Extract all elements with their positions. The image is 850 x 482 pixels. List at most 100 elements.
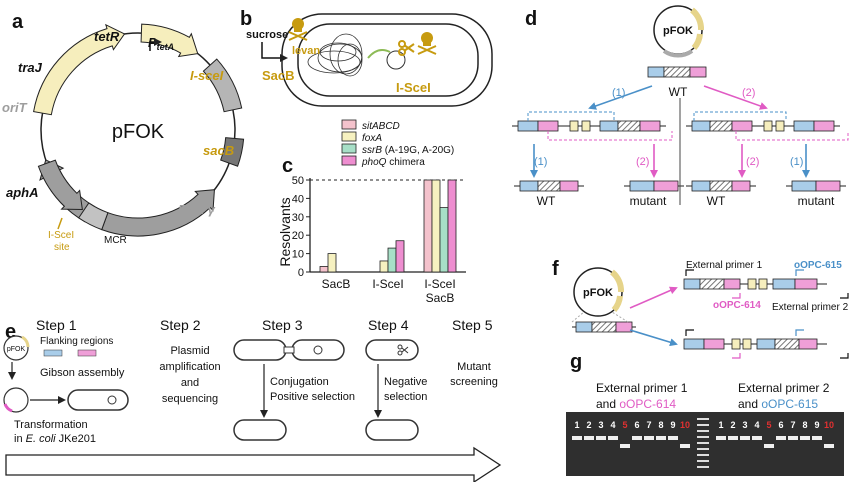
y-tick-label: 0 [298, 267, 304, 279]
f-link-left [571, 311, 585, 323]
gene-segment [747, 278, 757, 290]
gene-segment [763, 120, 773, 132]
selection-label: selection [384, 391, 427, 403]
oopc-614-label-f: oOPC-614 [713, 300, 761, 311]
panel-g: g External primer 1 and oOPC-614 Externa… [566, 351, 844, 476]
arrow-path-1 [588, 85, 653, 110]
lane-label: 10 [824, 420, 834, 430]
gene-segment [599, 120, 619, 132]
gene-segment [615, 321, 633, 333]
assembled-plasmid-insert [3, 403, 13, 413]
d-label-2a: (2) [636, 156, 649, 168]
gel-band [596, 436, 606, 440]
step2-line1: Plasmid [170, 345, 209, 357]
y-tick-label: 30 [292, 212, 304, 224]
gene-label-sacb: sacB [203, 143, 234, 158]
lane-label: 2 [586, 420, 591, 430]
plasmid-f-label: pFOK [583, 287, 613, 299]
f-arrow-top [629, 286, 678, 309]
result-mutant-2: mutant [798, 194, 835, 208]
step2-line2: amplification [159, 361, 220, 373]
lane-label: 4 [610, 420, 615, 430]
panel-label-d: d [525, 8, 537, 30]
conjugation-label: Conjugation [270, 376, 329, 388]
primer-615-top [795, 269, 804, 276]
gene-segment [731, 338, 741, 350]
gene-segment [591, 321, 617, 333]
gene-segment [772, 278, 796, 290]
small-plasmid [386, 50, 406, 70]
panel-f: f pFOK External primer 1 oOPC-615 oOPC-6… [552, 258, 849, 359]
f-arrow-bottom [629, 329, 678, 347]
primer-615-bottom [795, 329, 804, 336]
iscel-arrow [33, 23, 126, 116]
gel-title-1b: and oOPC-614 [596, 397, 676, 411]
legend-label: ssrB (A-19G, A-20G) [362, 145, 454, 156]
cut-dna-fragment [367, 49, 391, 59]
gene-label-traj: traJ [18, 60, 43, 75]
x-tick-label: I-SceI [372, 277, 403, 291]
cell-inner-membrane [297, 23, 479, 97]
sacb-arrow [140, 23, 199, 58]
positive-selection-label: Positive selection [270, 391, 355, 403]
plasmid-f-insert-b [611, 295, 623, 312]
sucrose-arrow [261, 42, 288, 62]
crossover-2-right [735, 131, 849, 141]
step2-line3: and [181, 377, 199, 389]
bar [439, 207, 449, 273]
gel-band [824, 444, 834, 448]
lane-label: 5 [622, 420, 627, 430]
lane-label: 4 [754, 420, 759, 430]
plasmid-d-insert-a [689, 7, 704, 31]
path-2-label: (2) [742, 87, 755, 99]
gel-band [644, 436, 654, 440]
y-tick-label: 40 [292, 193, 304, 205]
arrow-path-2 [703, 85, 768, 110]
gene-segment [517, 120, 539, 132]
flank-right [77, 349, 97, 357]
isce-site-label-1: I-SceI [48, 230, 74, 241]
gene-segment [683, 338, 705, 350]
legend-label: sitABCD [362, 121, 400, 132]
gene-segment [537, 180, 561, 192]
scissors-icon [398, 40, 415, 56]
ladder-band [697, 448, 709, 450]
screening-label: screening [450, 376, 498, 388]
recombination-diagram [512, 66, 849, 192]
legend-swatch [341, 143, 357, 154]
mutant-label: Mutant [457, 361, 491, 373]
flank-left [647, 66, 665, 78]
step1-plasmid-insert [21, 335, 30, 348]
primer-ext2-top [840, 293, 849, 299]
gel-band [608, 436, 618, 440]
x-tick-label: I-SceI [424, 277, 455, 291]
lane-label: 9 [670, 420, 675, 430]
mcr-block [220, 137, 245, 167]
gel-title-1a: External primer 1 [596, 381, 688, 395]
gene-segment [703, 338, 725, 350]
step-2-title: Step 2 [160, 317, 201, 333]
f-link-right [611, 311, 629, 323]
gene-segment [691, 180, 711, 192]
gene-segment [794, 278, 818, 290]
panel-label-a: a [12, 11, 24, 33]
plasmid-d-insert-b [691, 33, 703, 50]
flanking-regions-label: Flanking regions [40, 336, 113, 347]
gene-label-iscel: I-sceI [190, 68, 224, 83]
d-label-1a: (1) [534, 156, 547, 168]
gibson-label: Gibson assembly [40, 367, 125, 379]
gene-segment [815, 180, 841, 192]
panel-label-e: e [5, 321, 16, 343]
ladder-band [697, 460, 709, 462]
panel-label-c: c [282, 155, 293, 177]
gene-segment [742, 338, 752, 350]
step1-plasmid [3, 335, 29, 361]
gel-band [764, 444, 774, 448]
bar [447, 179, 457, 273]
gel-band [584, 436, 594, 440]
apha-arrow [101, 189, 215, 237]
plasmid-d-label: pFOK [663, 25, 693, 37]
